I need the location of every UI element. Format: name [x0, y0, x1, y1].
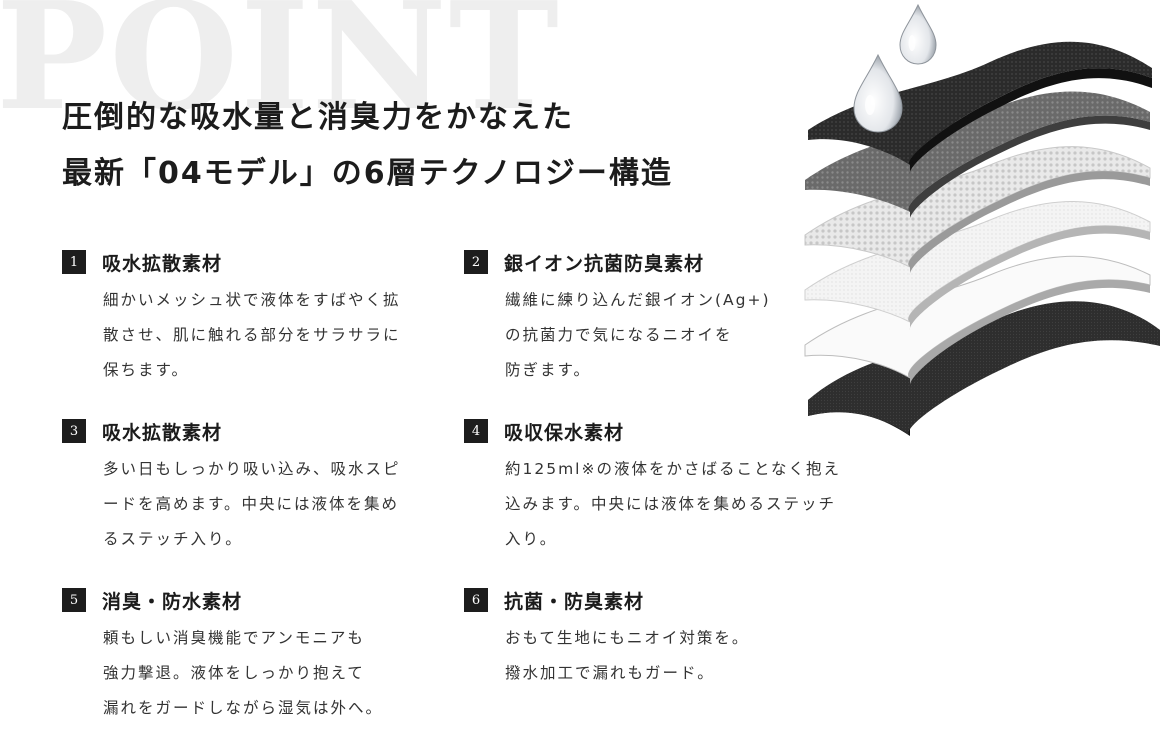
feature-number-badge: 2: [464, 250, 488, 274]
feature-description-line: 散させ、肌に触れる部分をサラサラに: [103, 326, 401, 344]
feature-description: 多い日もしっかり吸い込み、吸水スピ ードを高めます。中央には液体を集め るステッ…: [103, 452, 401, 557]
headline-line-1: 圧倒的な吸水量と消臭力をかなえた: [62, 100, 574, 135]
feature-title: 消臭・防水素材: [102, 590, 243, 613]
feature-title: 吸水拡散素材: [102, 252, 223, 275]
feature-3: 3 吸水拡散素材 多い日もしっかり吸い込み、吸水スピ ードを高めます。中央には液…: [62, 417, 401, 557]
feature-4: 4 吸収保水素材 約125ml※の液体をかさばることなく抱え 込みます。中央には…: [464, 417, 841, 557]
water-drop-small-icon: [899, 3, 937, 65]
headline-line-2: 最新「04モデル」の6層テクノロジー構造: [62, 156, 673, 191]
feature-description-line: 頼もしい消臭機能でアンモニアも: [103, 629, 365, 647]
feature-title: 吸収保水素材: [504, 421, 625, 444]
layer-1: [808, 41, 1152, 174]
layer-2: [805, 91, 1150, 220]
water-drop-large-icon: [853, 53, 903, 133]
feature-6: 6 抗菌・防臭素材 おもて生地にもニオイ対策を。 撥水加工で漏れもガード。: [464, 586, 749, 691]
feature-description-line: 込みます。中央には液体を集めるステッチ: [505, 495, 836, 513]
feature-number-badge: 5: [62, 588, 86, 612]
feature-1: 1 吸水拡散素材 細かいメッシュ状で液体をすばやく拡 散させ、肌に触れる部分をサ…: [62, 248, 401, 388]
feature-description-line: 多い日もしっかり吸い込み、吸水スピ: [103, 460, 401, 478]
feature-description-line: ードを高めます。中央には液体を集め: [103, 495, 399, 513]
feature-description-line: 繊維に練り込んだ銀イオン(Ag+): [505, 291, 771, 309]
feature-description-line: 約125ml※の液体をかさばることなく抱え: [505, 460, 842, 478]
feature-description-line: 強力撃退。液体をしっかり抱えて: [103, 664, 365, 682]
feature-2: 2 銀イオン抗菌防臭素材 繊維に練り込んだ銀イオン(Ag+) の抗菌力で気になる…: [464, 248, 771, 388]
feature-description-line: 撥水加工で漏れもガード。: [505, 664, 715, 682]
feature-description-line: 細かいメッシュ状で液体をすばやく拡: [103, 291, 401, 309]
headline: 圧倒的な吸水量と消臭力をかなえた 最新「04モデル」の6層テクノロジー構造: [62, 90, 673, 202]
feature-number-badge: 3: [62, 419, 86, 443]
feature-description-line: おもて生地にもニオイ対策を。: [505, 629, 750, 647]
feature-description-line: の抗菌力で気になるニオイを: [505, 326, 733, 344]
six-layer-illustration: [804, 3, 1160, 436]
feature-description-line: 保ちます。: [103, 361, 189, 379]
feature-description-line: るステッチ入り。: [103, 530, 243, 548]
feature-description: 頼もしい消臭機能でアンモニアも 強力撃退。液体をしっかり抱えて 漏れをガードしな…: [103, 621, 383, 726]
feature-description-line: 入り。: [505, 530, 558, 548]
feature-number-badge: 4: [464, 419, 488, 443]
feature-description: 約125ml※の液体をかさばることなく抱え 込みます。中央には液体を集めるステッ…: [505, 452, 841, 557]
feature-title: 銀イオン抗菌防臭素材: [504, 252, 705, 275]
point-watermark: POINT: [0, 0, 561, 143]
feature-number-badge: 1: [62, 250, 86, 274]
feature-description: おもて生地にもニオイ対策を。 撥水加工で漏れもガード。: [505, 621, 749, 691]
feature-description: 繊維に練り込んだ銀イオン(Ag+) の抗菌力で気になるニオイを 防ぎます。: [505, 283, 771, 388]
feature-5: 5 消臭・防水素材 頼もしい消臭機能でアンモニアも 強力撃退。液体をしっかり抱え…: [62, 586, 383, 726]
layer-6: [808, 301, 1160, 436]
feature-description-line: 漏れをガードしながら湿気は外へ。: [103, 699, 384, 717]
feature-description-line: 防ぎます。: [505, 361, 591, 379]
feature-description: 細かいメッシュ状で液体をすばやく拡 散させ、肌に触れる部分をサラサラに 保ちます…: [103, 283, 401, 388]
feature-title: 吸水拡散素材: [102, 421, 223, 444]
feature-number-badge: 6: [464, 588, 488, 612]
feature-title: 抗菌・防臭素材: [504, 590, 645, 613]
